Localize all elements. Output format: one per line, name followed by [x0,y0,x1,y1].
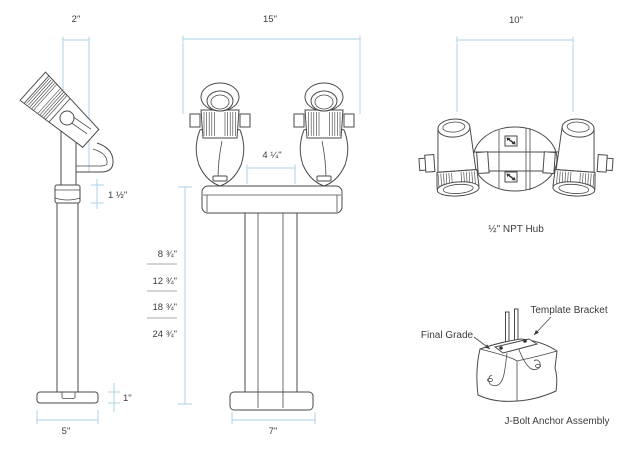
dim-top-lamp-spacing: 10" [456,15,574,112]
dim-front-base-width: 7" [231,412,316,437]
hub-setscrew-icon-top [504,135,518,147]
height-option-4: 24 ¾" [152,329,177,340]
plan-lamp-left [415,116,492,199]
mount-arm-outline [76,142,114,173]
j-hook-right [516,343,541,371]
anchor-detail-drawing: Final Grade Template Bracket J-Bolt Anch… [421,305,610,427]
j-bolt-rod-right [514,308,519,344]
dim-label-7in: 7" [269,426,278,437]
pivot-knob [59,110,75,126]
template-bracket [493,338,539,354]
final-grade-label: Final Grade [421,330,474,341]
dim-label-1half: 1 ½" [108,190,127,201]
dim-label-4quarter: 4 ¼" [262,150,281,161]
front-lamp-left [189,82,251,187]
template-bracket-label: Template Bracket [530,305,607,316]
base-side [36,391,99,404]
j-hook-left [488,352,508,387]
mounting-bar [201,185,343,214]
dim-label-5in: 5" [62,426,71,437]
front-view-drawing: 15" 4 ¼" [147,14,361,437]
dim-label-15in: 15" [263,14,277,25]
spotlight-head-side [19,71,100,149]
dim-side-post-width: 2" [62,14,90,44]
npt-hub-caption: ½" NPT Hub [488,224,544,235]
hub-setscrew-icon-bottom [504,171,518,183]
dim-label-10in: 10" [509,15,523,26]
base-front [229,391,314,411]
dim-side-base-height: 1" [108,383,132,412]
anchor-assembly-caption: J-Bolt Anchor Assembly [504,416,609,427]
side-view-drawing: 2" 1 ½" 1" 5" [19,14,132,437]
dim-label-1in: 1" [123,393,132,404]
height-option-3: 18 ¾" [152,302,177,313]
dim-front-overall-width: 15" [182,14,361,114]
height-option-1: 8 ¾" [158,249,177,260]
height-option-2: 12 ¾" [152,276,177,287]
top-view-drawing: 10" ½" NPT Hub [415,15,617,235]
dim-front-heights: 8 ¾" 12 ¾" 18 ¾" 24 ¾" [147,186,192,405]
collar [54,184,81,204]
plan-lamp-right [540,116,617,199]
dim-front-hub-spacing: 4 ¼" [246,150,296,184]
dim-side-base-width: 5" [36,410,99,437]
dim-side-collar: 1 ½" [91,179,127,209]
front-lamp-right [293,82,355,187]
dim-label-2in: 2" [72,14,81,25]
